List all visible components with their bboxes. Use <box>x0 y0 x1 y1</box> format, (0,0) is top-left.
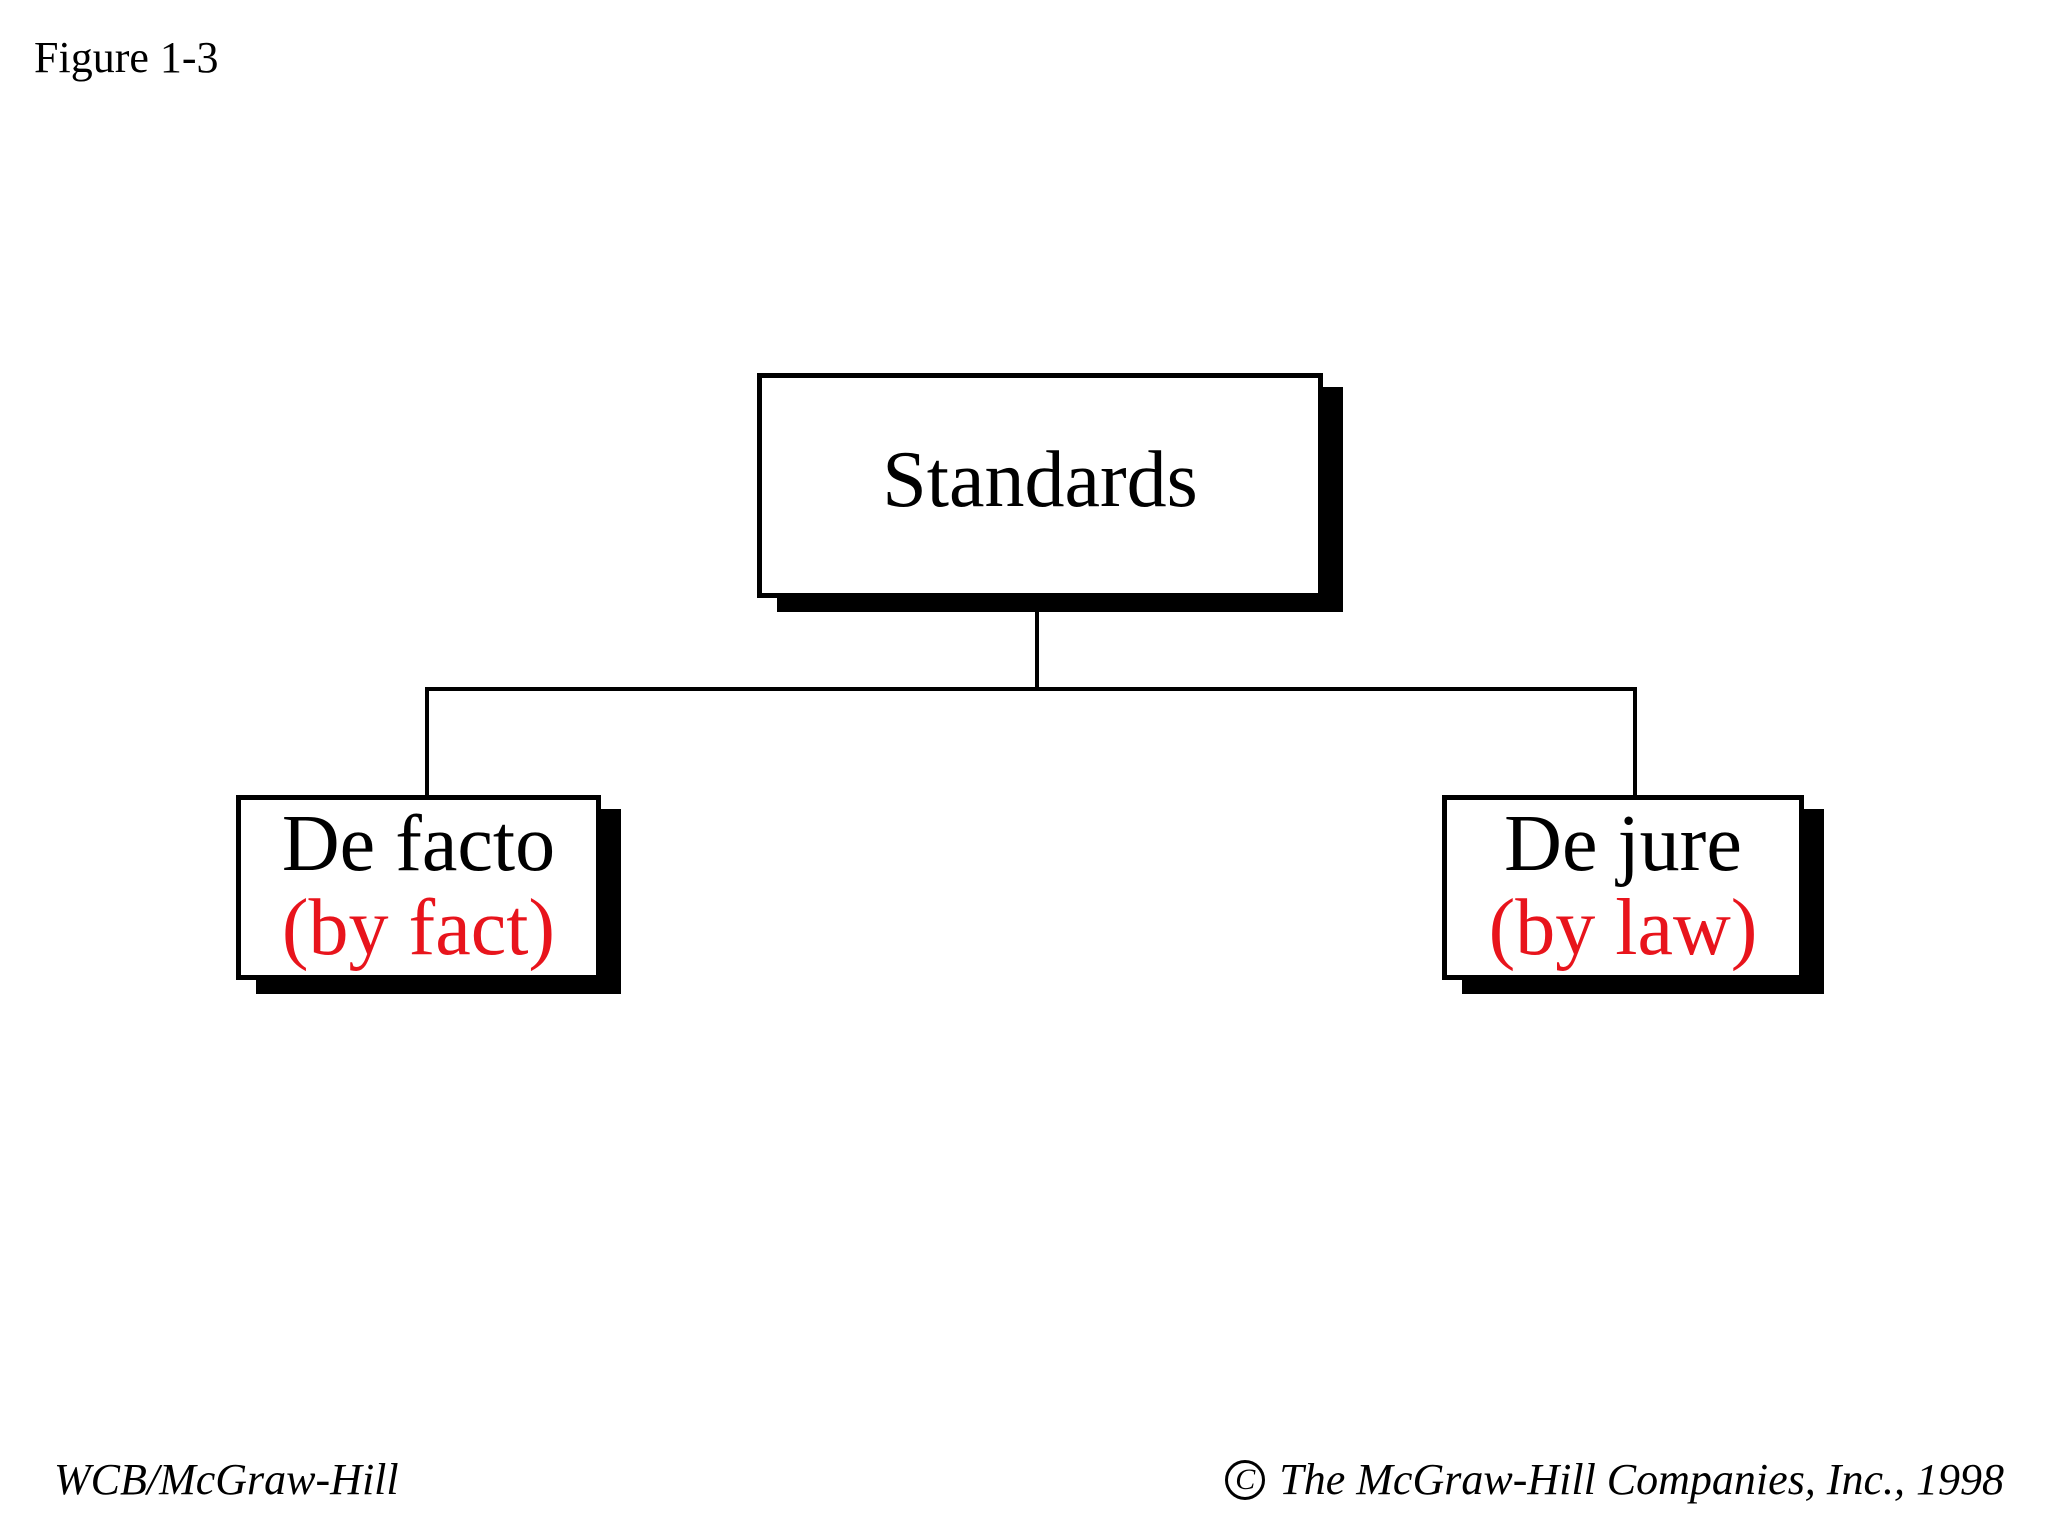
copyright-icon: C <box>1225 1460 1266 1500</box>
node-de-facto: De facto (by fact) <box>236 795 601 980</box>
footer-copyright-text: The McGraw-Hill Companies, Inc., 1998 <box>1279 1455 2004 1504</box>
footer-publisher: WCB/McGraw-Hill <box>54 1455 399 1504</box>
figure-label: Figure 1-3 <box>34 33 219 82</box>
footer-copyright: C The McGraw-Hill Companies, Inc., 1998 <box>1225 1452 2004 1508</box>
node-standards: Standards <box>757 373 1323 598</box>
node-de-jure-label: De jure <box>1504 800 1742 888</box>
node-de-facto-label: De facto <box>281 800 556 888</box>
node-de-jure: De jure (by law) <box>1442 795 1804 980</box>
node-de-facto-sublabel: (by fact) <box>281 884 556 972</box>
node-standards-label: Standards <box>882 435 1198 524</box>
node-de-jure-sublabel: (by law) <box>1488 884 1758 972</box>
